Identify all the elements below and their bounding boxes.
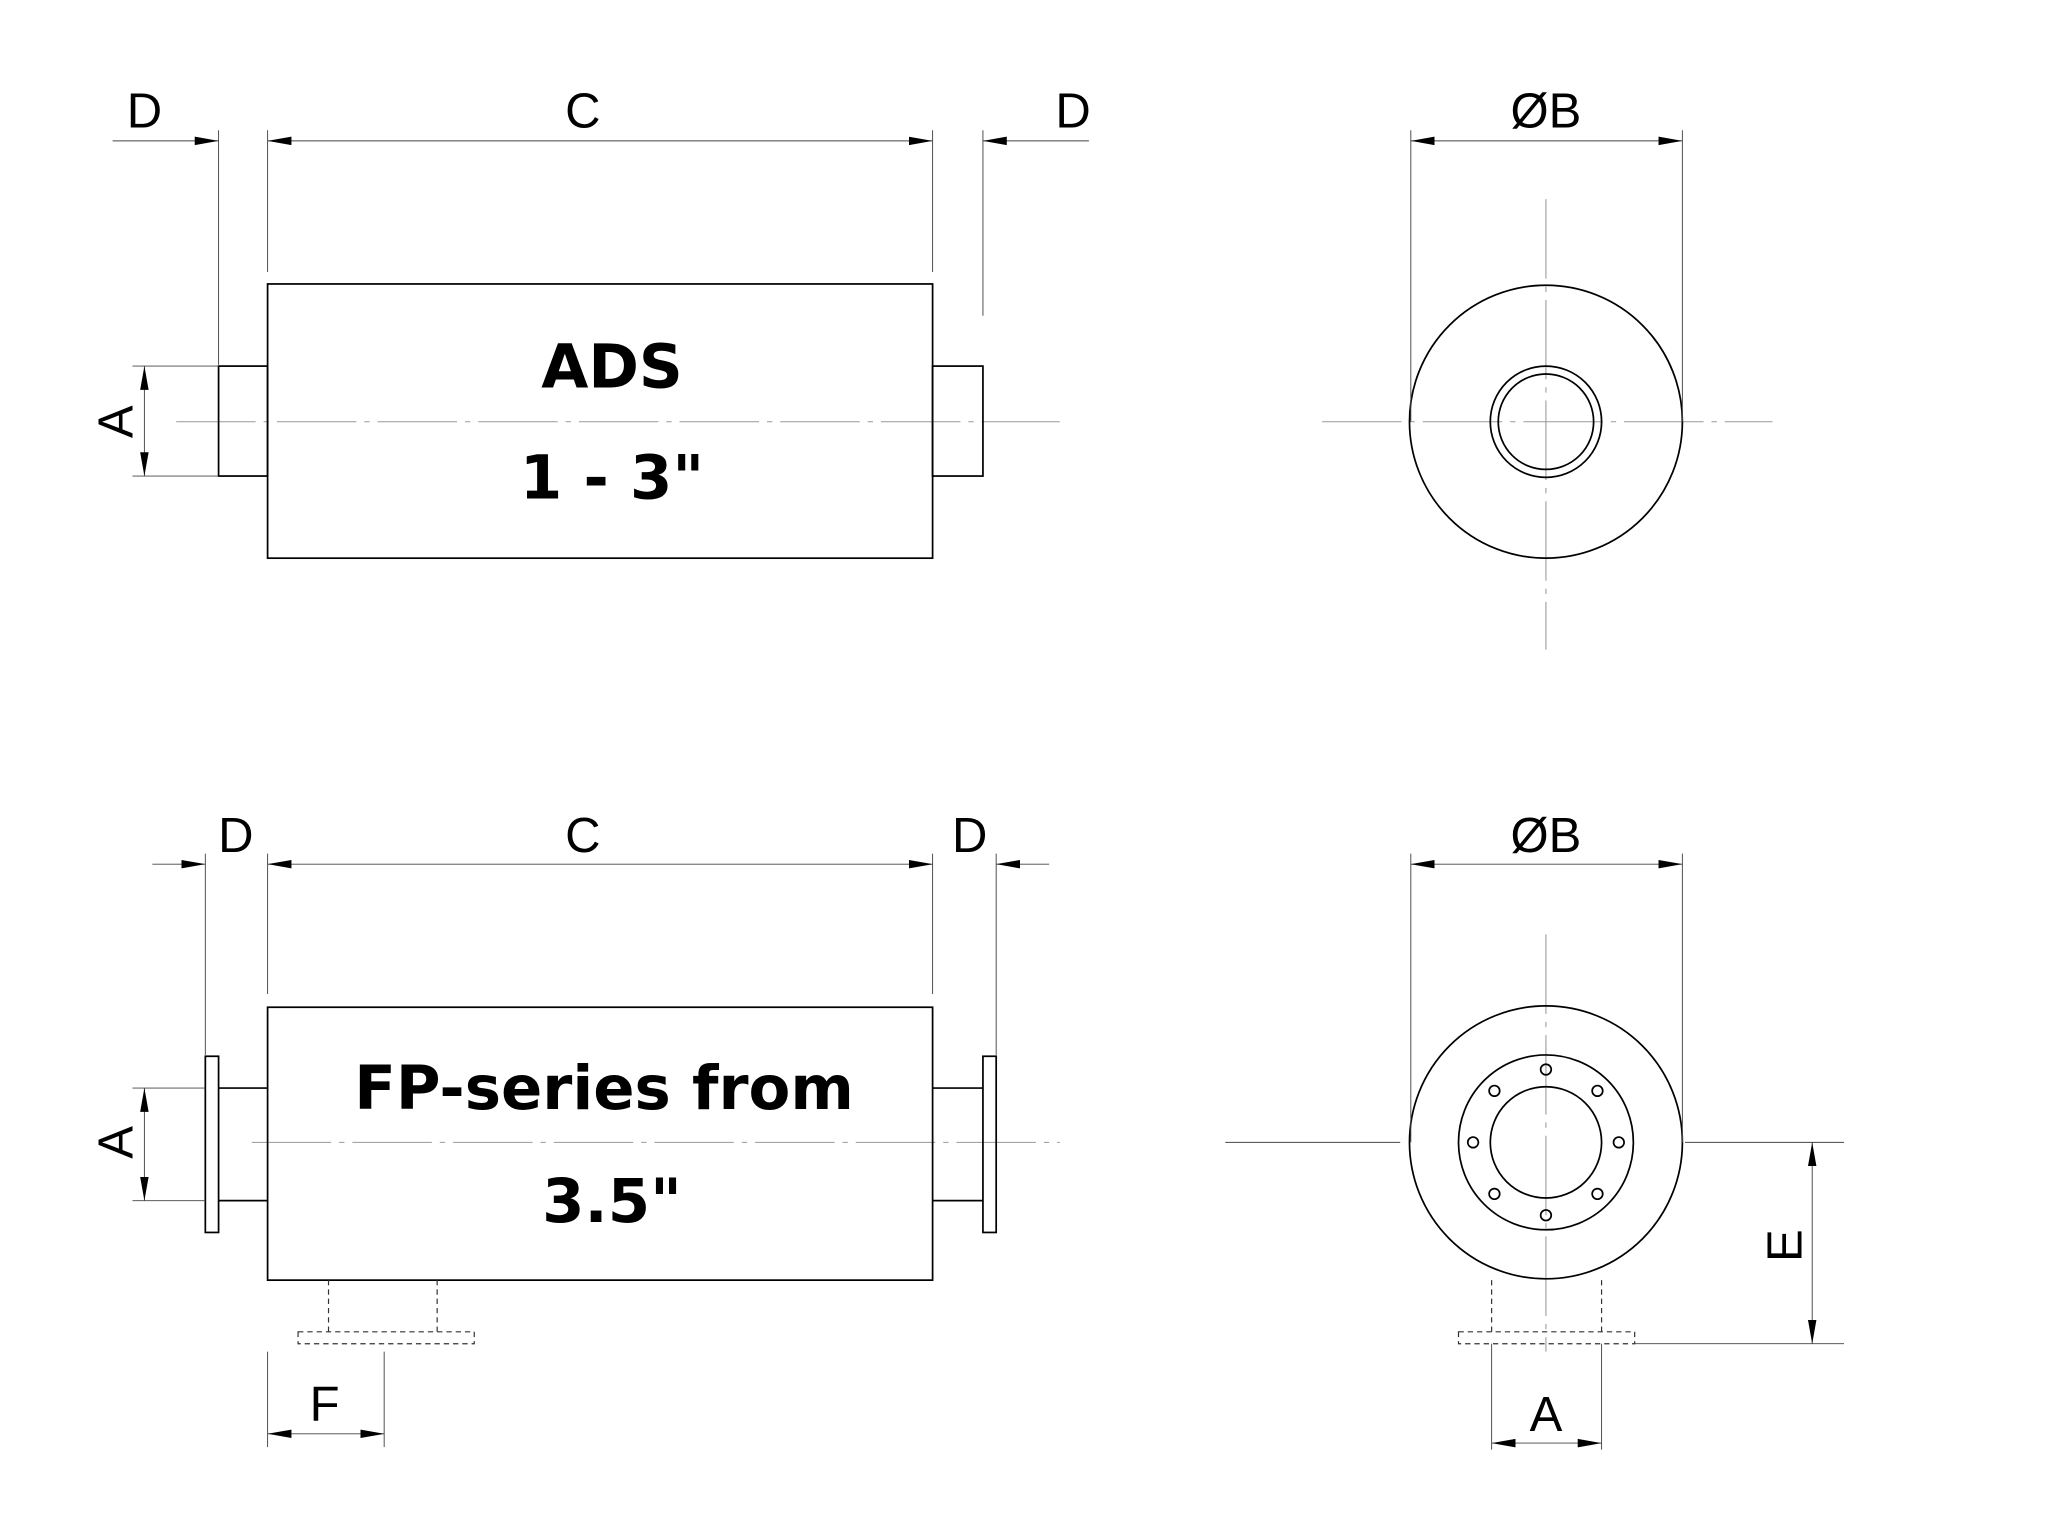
label-e: E — [1759, 1229, 1813, 1262]
label-b: ØB — [1511, 85, 1582, 139]
fp-side-view: D C D A F FP-series from 3.5" — [89, 809, 1060, 1448]
bolt-hole — [1539, 1063, 1553, 1076]
model-size: 1 - 3" — [520, 443, 704, 514]
bolt-hole — [1612, 1136, 1625, 1149]
model-size: 3.5" — [542, 1166, 682, 1237]
bolt-hole — [1539, 1209, 1553, 1222]
bolt-hole — [1591, 1084, 1604, 1098]
label-b: ØB — [1511, 809, 1582, 863]
label-f: F — [310, 1378, 340, 1432]
label-c: C — [565, 809, 600, 863]
inlet-pipe — [217, 365, 269, 477]
silencer-body — [266, 283, 934, 560]
silencer-body — [266, 1006, 934, 1281]
label-d-right: D — [952, 809, 987, 863]
model-title: FP-series from — [354, 1053, 854, 1124]
label-d-right: D — [1055, 85, 1090, 139]
drain-port — [297, 1331, 475, 1345]
outlet-flange — [982, 1055, 998, 1234]
outlet-pipe — [931, 365, 984, 477]
bolt-hole — [1488, 1084, 1501, 1098]
label-d-left: D — [218, 809, 253, 863]
fp-end-view: ØB E A — [1225, 809, 1844, 1450]
model-title: ADS — [541, 331, 683, 402]
bolt-holes — [1466, 1063, 1625, 1222]
bolt-hole — [1591, 1187, 1604, 1201]
label-a2: A — [1530, 1388, 1563, 1442]
label-c: C — [565, 85, 600, 139]
drain-port — [1457, 1331, 1636, 1345]
bolt-hole — [1466, 1136, 1480, 1149]
ads-side-view: D C D A ADS 1 - 3" — [89, 85, 1091, 560]
inlet-flange — [204, 1055, 220, 1234]
label-d-left: D — [127, 85, 162, 139]
label-a: A — [89, 1126, 143, 1159]
bolt-hole — [1488, 1187, 1501, 1201]
label-a: A — [89, 405, 143, 438]
ads-end-view: ØB — [1322, 85, 1773, 650]
